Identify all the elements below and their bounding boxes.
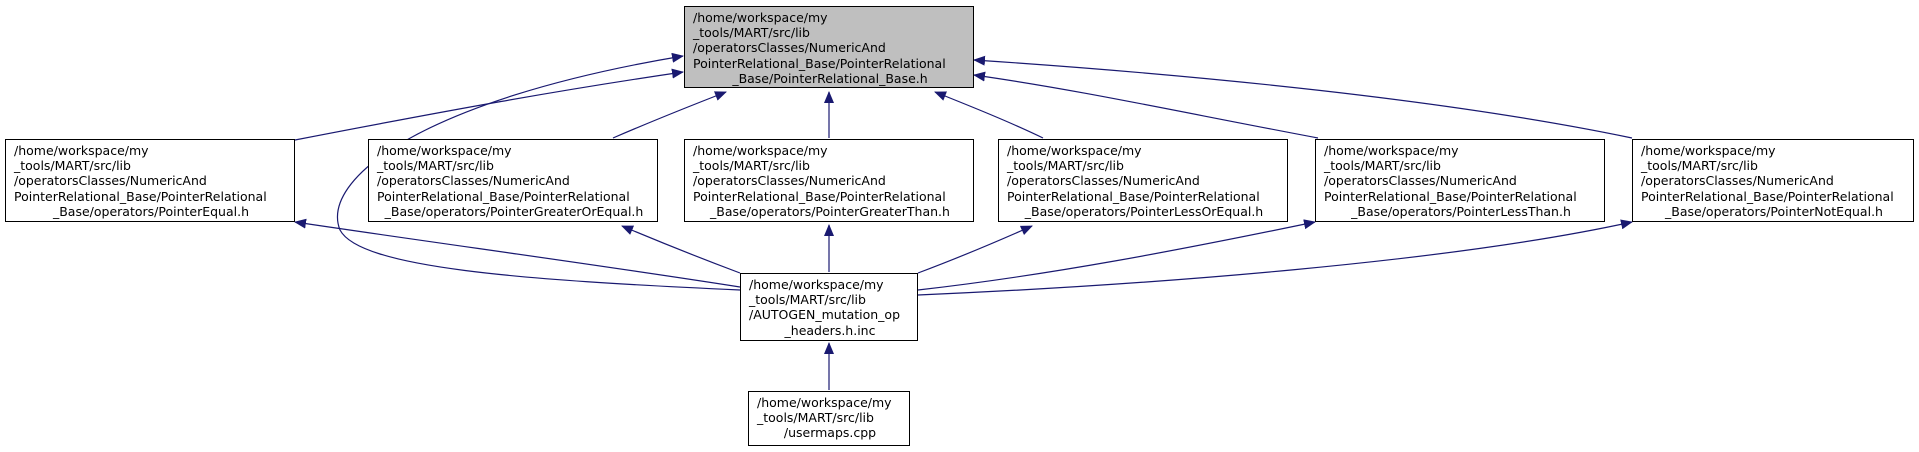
- node-label-line: _Base/operators/PointerGreaterOrEqual.h: [384, 203, 644, 219]
- node-label-line: PointerRelational_Base/PointerRelational: [377, 188, 630, 204]
- node-label-line: _Base/operators/PointerNotEqual.h: [1665, 203, 1883, 219]
- node-label-line: /home/workspace/my: [14, 143, 149, 158]
- node-label-line: /operatorsClasses/NumericAnd: [693, 40, 886, 56]
- node-label-line: _tools/MART/src/lib: [749, 292, 866, 308]
- node-label-line: PointerRelational_Base/PointerRelational: [1007, 188, 1260, 204]
- edge-autogen-to-geq: [621, 225, 741, 274]
- node-label-line: _Base/operators/PointerLessOrEqual.h: [1024, 203, 1264, 219]
- node-label-line: /operatorsClasses/NumericAnd: [377, 173, 570, 189]
- node-label-line: _tools/MART/src/lib: [693, 25, 810, 41]
- node-pointernotequal-h[interactable]: /home/workspace/my_tools/MART/src/lib/op…: [1632, 139, 1914, 222]
- node-label-line: _tools/MART/src/lib: [757, 410, 874, 426]
- node-label-line: /usermaps.cpp: [783, 425, 877, 441]
- node-label-line: /home/workspace/my: [757, 395, 892, 410]
- node-label-line: _tools/MART/src/lib: [1007, 158, 1124, 174]
- node-label-line: /home/workspace/my: [1007, 143, 1142, 158]
- node-label-line: /operatorsClasses/NumericAnd: [693, 173, 886, 189]
- node-label-line: /home/workspace/my: [693, 10, 828, 25]
- node-label-line: PointerRelational_Base/PointerRelational: [693, 188, 946, 204]
- node-label-line: _Base/PointerRelational_Base.h: [732, 70, 928, 86]
- edge-geq-to-root: [612, 91, 727, 139]
- node-pointergreaterorequal-h[interactable]: /home/workspace/my_tools/MART/src/lib/op…: [368, 139, 658, 222]
- edge-lt-to-root: [973, 71, 1319, 139]
- node-label-line: /operatorsClasses/NumericAnd: [1641, 173, 1834, 189]
- edge-neq-to-root: [973, 55, 1633, 139]
- node-label-line: /home/workspace/my: [693, 143, 828, 158]
- node-label-line: PointerRelational_Base/PointerRelational: [1324, 188, 1577, 204]
- edge-equal-to-root: [294, 68, 684, 141]
- node-pointerequal-h[interactable]: /home/workspace/my_tools/MART/src/lib/op…: [5, 139, 295, 222]
- node-pointerlessorequal-h[interactable]: /home/workspace/my_tools/MART/src/lib/op…: [998, 139, 1288, 222]
- node-usermaps-cpp[interactable]: /home/workspace/my_tools/MART/src/lib/us…: [748, 391, 910, 446]
- node-label-line: /operatorsClasses/NumericAnd: [1007, 173, 1200, 189]
- node-label-line: PointerRelational_Base/PointerRelational: [14, 188, 267, 204]
- node-autogen-mutation-op-headers-inc[interactable]: /home/workspace/my_tools/MART/src/lib/AU…: [740, 273, 918, 341]
- node-label-line: /home/workspace/my: [749, 277, 884, 292]
- node-label-line: _tools/MART/src/lib: [14, 158, 131, 174]
- node-label-line: _headers.h.inc: [784, 322, 876, 338]
- node-label-line: _tools/MART/src/lib: [377, 158, 494, 174]
- node-label-line: _tools/MART/src/lib: [1324, 158, 1441, 174]
- edge-autogen-to-root: [336, 52, 741, 291]
- edge-autogen-to-leq: [917, 225, 1033, 274]
- node-label-line: PointerRelational_Base/PointerRelational: [1641, 188, 1894, 204]
- edge-autogen-to-equal: [294, 218, 741, 288]
- node-label-line: /operatorsClasses/NumericAnd: [1324, 173, 1517, 189]
- node-pointerlessthan-h[interactable]: /home/workspace/my_tools/MART/src/lib/op…: [1315, 139, 1605, 222]
- edge-autogen-to-neq: [917, 219, 1633, 296]
- node-label-line: /home/workspace/my: [1324, 143, 1459, 158]
- node-label-line: _tools/MART/src/lib: [693, 158, 810, 174]
- node-label-line: /operatorsClasses/NumericAnd: [14, 173, 207, 189]
- node-label-line: /AUTOGEN_mutation_op: [749, 307, 901, 323]
- node-pointergreaterthan-h[interactable]: /home/workspace/my_tools/MART/src/lib/op…: [684, 139, 974, 222]
- node-pointerrelational-base-h: /home/workspace/my_tools/MART/src/lib/op…: [684, 6, 974, 88]
- node-label-line: _Base/operators/PointerEqual.h: [52, 203, 250, 219]
- edge-autogen-to-lt: [917, 219, 1316, 291]
- node-label-line: _Base/operators/PointerLessThan.h: [1351, 203, 1571, 219]
- node-label-line: /home/workspace/my: [377, 143, 512, 158]
- node-label-line: /home/workspace/my: [1641, 143, 1776, 158]
- node-label-line: _Base/operators/PointerGreaterThan.h: [710, 203, 950, 219]
- edge-leq-to-root: [934, 91, 1044, 139]
- node-label-line: PointerRelational_Base/PointerRelational: [693, 55, 946, 71]
- node-label-line: _tools/MART/src/lib: [1641, 158, 1758, 174]
